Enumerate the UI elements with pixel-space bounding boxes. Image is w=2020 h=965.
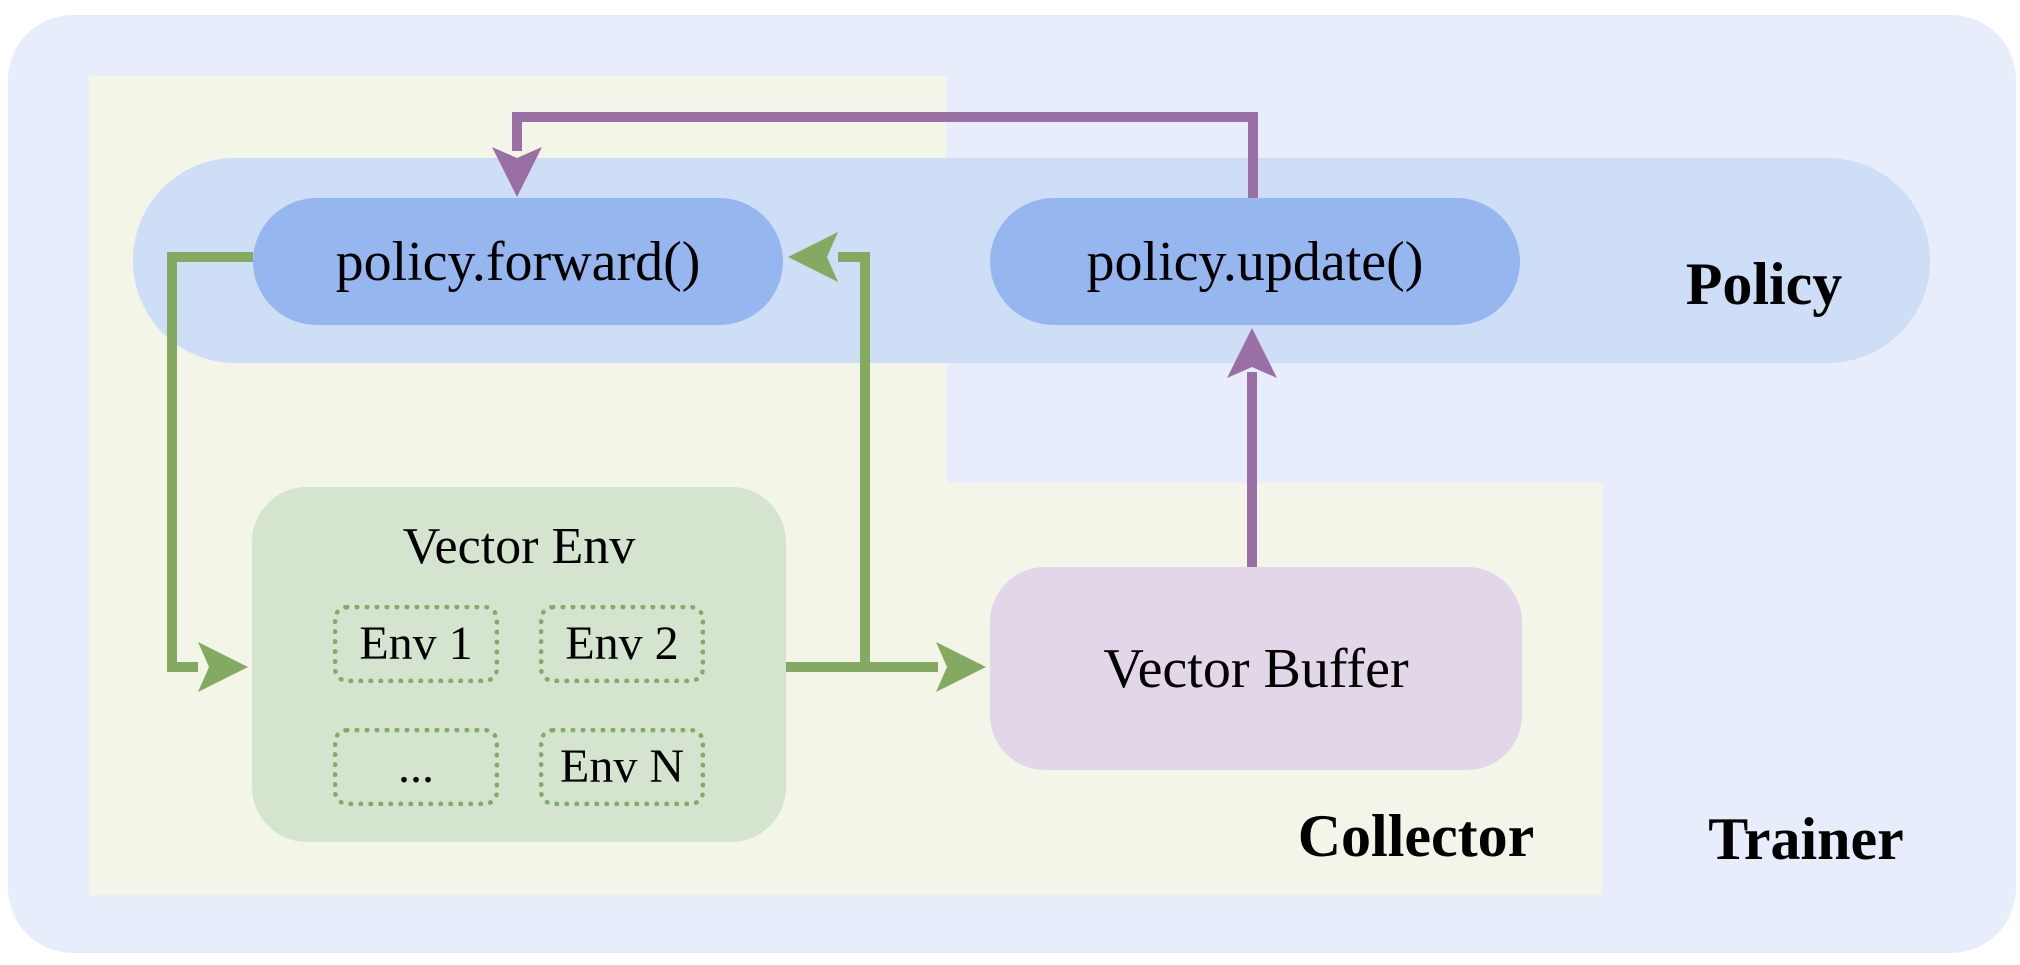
vector-env-node bbox=[252, 487, 786, 842]
env-cell: Env 2 bbox=[539, 605, 705, 683]
env-cell-label: Env N bbox=[560, 740, 684, 793]
policy-forward-label: policy.forward() bbox=[335, 230, 701, 293]
collector-region-label: Collector bbox=[1297, 803, 1535, 869]
vector-env-title: Vector Env bbox=[402, 518, 636, 575]
env-cell: Env N bbox=[539, 728, 705, 806]
policy-region-label: Policy bbox=[1685, 251, 1843, 317]
trainer-region-label: Trainer bbox=[1708, 806, 1904, 872]
env-cell-label: Env 1 bbox=[359, 617, 473, 670]
policy-update-label: policy.update() bbox=[1086, 230, 1424, 293]
vector-buffer-node: Vector Buffer bbox=[990, 567, 1522, 770]
vector-buffer-label: Vector Buffer bbox=[1103, 637, 1409, 700]
env-cell-label: ... bbox=[398, 740, 434, 793]
policy-update-node: policy.update() bbox=[990, 198, 1520, 325]
env-cell: Env 1 bbox=[333, 605, 499, 683]
env-cell-label: Env 2 bbox=[565, 617, 679, 670]
env-cell: ... bbox=[333, 728, 499, 806]
policy-forward-node: policy.forward() bbox=[253, 198, 783, 325]
